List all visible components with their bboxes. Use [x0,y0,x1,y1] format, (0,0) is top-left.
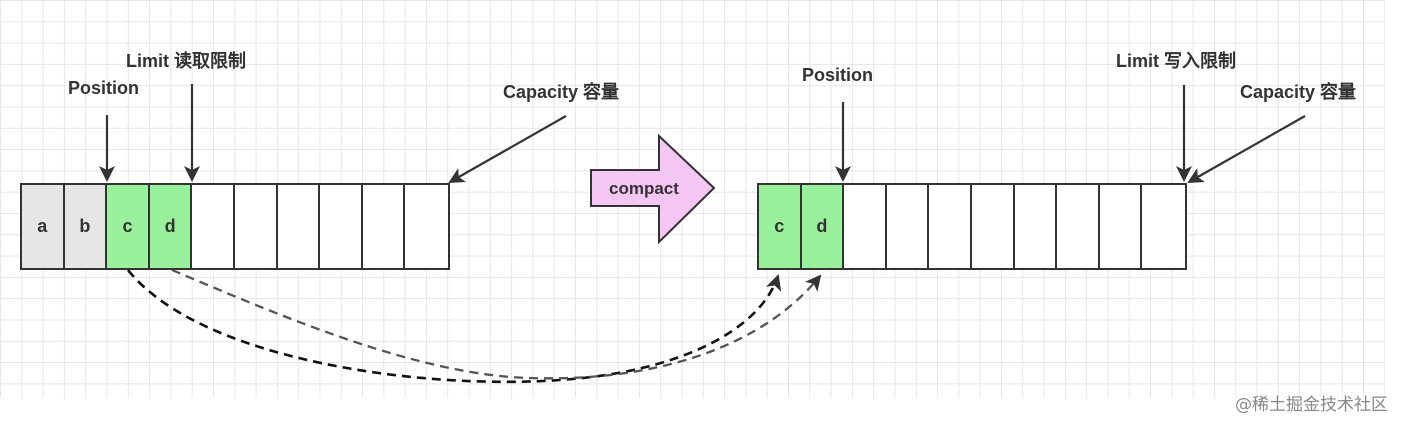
after-cell-4 [929,185,972,268]
before-cell-6 [277,185,321,268]
before-cell-0: a [22,185,65,268]
after-cell-1: d [801,185,845,268]
before-capacity-label: Capacity 容量 [503,82,620,102]
before-cell-2: c [107,185,150,268]
before-cell-8 [362,185,406,268]
after-cell-9 [1142,185,1185,268]
before-cell-4 [192,185,235,268]
after-cell-5 [971,185,1015,268]
after-position-label: Position [802,65,873,85]
after-cell-0: c [759,185,802,268]
move-d-curve [171,268,822,380]
after-limit-label: Limit 写入限制 [1116,51,1236,71]
before-cell-3: d [149,185,193,268]
after-cell-3 [886,185,930,268]
move-c-curve [126,269,782,384]
before-cell-9 [405,185,448,268]
compact-label: compact [609,179,679,198]
after-cell-6 [1014,185,1058,268]
before-cell-7 [320,185,363,268]
after-capacity-label: Capacity 容量 [1240,82,1357,102]
compact-arrow-shape [590,133,716,245]
before-cell-5 [234,185,278,268]
before-limit-label: Limit 读取限制 [126,51,246,71]
after-cell-8 [1099,185,1143,268]
before-cell-1: b [64,185,108,268]
after-capacity-arrow [1187,115,1306,183]
before-capacity-arrow [448,115,567,183]
after-cell-7 [1057,185,1100,268]
before-position-label: Position [68,78,139,98]
after-cell-2 [844,185,887,268]
watermark: @稀土掘金技术社区 [1235,395,1388,415]
